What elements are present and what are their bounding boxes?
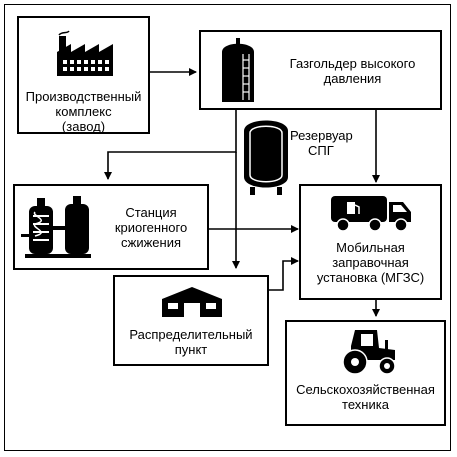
node-cryo-station-line-1: Станция <box>125 205 177 220</box>
fuel-truck-icon <box>331 196 411 232</box>
node-cryo-station: Станция криогенного сжижения <box>13 184 209 270</box>
node-gas-holder-line-1: Газгольдер высокого <box>289 56 416 71</box>
gas-holder-tank-icon <box>222 38 254 102</box>
node-gas-holder-line-2: давления <box>323 71 382 86</box>
node-farm-machinery-line-1: Сельскохозяйственная <box>296 382 435 397</box>
node-farm-machinery-label: Сельскохозяйственная техника <box>287 382 444 412</box>
node-factory-line-3: (завод) <box>61 119 106 134</box>
node-distribution: Распределительный пункт <box>113 275 269 366</box>
node-factory-label: Производственный комплекс (завод) <box>19 89 148 134</box>
node-mobile-unit: Мобильная заправочная установка (МГЗС) <box>299 184 442 300</box>
node-mobile-unit-line-1: Мобильная <box>336 240 405 255</box>
edge-depot-mobile <box>268 257 299 291</box>
node-farm-machinery-line-2: техника <box>342 397 389 412</box>
node-lng-tank-line-1: Резервуар <box>290 128 353 143</box>
lng-tank-icon <box>244 120 288 195</box>
edge-holder-station <box>104 109 237 180</box>
tractor-icon <box>342 330 396 375</box>
node-cryo-station-label: Станция криогенного сжижения <box>97 205 205 250</box>
factory-icon <box>57 30 113 76</box>
node-gas-holder-label: Газгольдер высокого давления <box>265 56 440 86</box>
node-gas-holder: Газгольдер высокого давления <box>199 30 442 110</box>
node-distribution-line-1: Распределительный <box>129 327 253 342</box>
diagram-frame <box>4 4 451 451</box>
node-cryo-station-line-2: криогенного <box>114 220 188 235</box>
node-mobile-unit-line-2: заправочная <box>332 255 409 270</box>
node-factory-line-2: комплекс <box>55 104 112 119</box>
node-mobile-unit-line-3: установка (МГЗС) <box>316 270 425 285</box>
node-distribution-label: Распределительный пункт <box>115 327 267 357</box>
warehouse-icon <box>162 287 222 317</box>
node-factory: Производственный комплекс (завод) <box>17 16 150 134</box>
node-mobile-unit-label: Мобильная заправочная установка (МГЗС) <box>301 240 440 285</box>
node-lng-tank-label: Резервуар СПГ <box>290 128 362 158</box>
node-factory-line-1: Производственный <box>25 89 142 104</box>
node-lng-tank-line-2: СПГ <box>308 143 334 158</box>
node-distribution-line-2: пункт <box>174 342 208 357</box>
cryogenic-plant-icon <box>21 196 91 258</box>
node-cryo-station-line-3: сжижения <box>120 235 181 250</box>
node-farm-machinery: Сельскохозяйственная техника <box>285 320 446 426</box>
